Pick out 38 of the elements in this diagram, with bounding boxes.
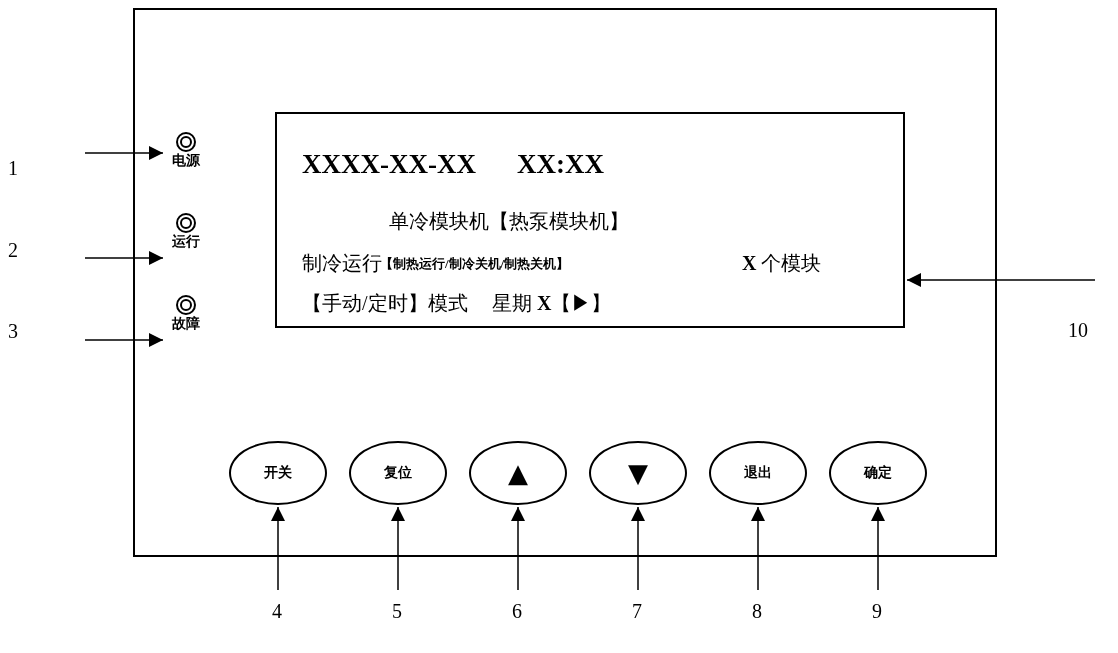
- leader-arrow: [84, 251, 164, 265]
- button: ▼: [589, 441, 687, 505]
- button: 开关: [229, 441, 327, 505]
- control-panel: [133, 8, 997, 557]
- callout-number: 2: [8, 239, 24, 261]
- callout-number: 1: [8, 157, 24, 179]
- leader-arrow: [271, 506, 285, 591]
- lcd-display: [275, 112, 905, 328]
- callout-number: 4: [272, 600, 288, 622]
- indicator-label: 运行: [171, 233, 201, 251]
- display-text: 【手动/定时】模式: [302, 292, 468, 314]
- button: ▲: [469, 441, 567, 505]
- callout-number: 9: [872, 600, 888, 622]
- callout-number: 10: [1068, 319, 1094, 341]
- leader-arrow: [511, 506, 525, 591]
- button: 确定: [829, 441, 927, 505]
- leader-arrow: [751, 506, 765, 591]
- callout-number: 7: [632, 600, 648, 622]
- leader-arrow: [906, 273, 1096, 287]
- display-text: 制冷运行: [302, 252, 382, 274]
- callout-number: 3: [8, 320, 24, 342]
- leader-arrow: [871, 506, 885, 591]
- callout-number: 5: [392, 600, 408, 622]
- leader-arrow: [631, 506, 645, 591]
- display-text: XXXX-XX-XX: [302, 150, 476, 180]
- display-text: X 个模块: [742, 252, 822, 274]
- button: 退出: [709, 441, 807, 505]
- callout-number: 8: [752, 600, 768, 622]
- leader-arrow: [84, 333, 164, 347]
- button: 复位: [349, 441, 447, 505]
- leader-arrow: [84, 146, 164, 160]
- display-text: XX:XX: [517, 150, 604, 180]
- indicator-label: 故障: [171, 315, 201, 333]
- leader-arrow: [391, 506, 405, 591]
- display-text: 单冷模块机【热泵模块机】: [389, 210, 629, 232]
- display-text: 星期 X【▶】: [492, 292, 612, 314]
- callout-number: 6: [512, 600, 528, 622]
- indicator-label: 电源: [171, 152, 201, 170]
